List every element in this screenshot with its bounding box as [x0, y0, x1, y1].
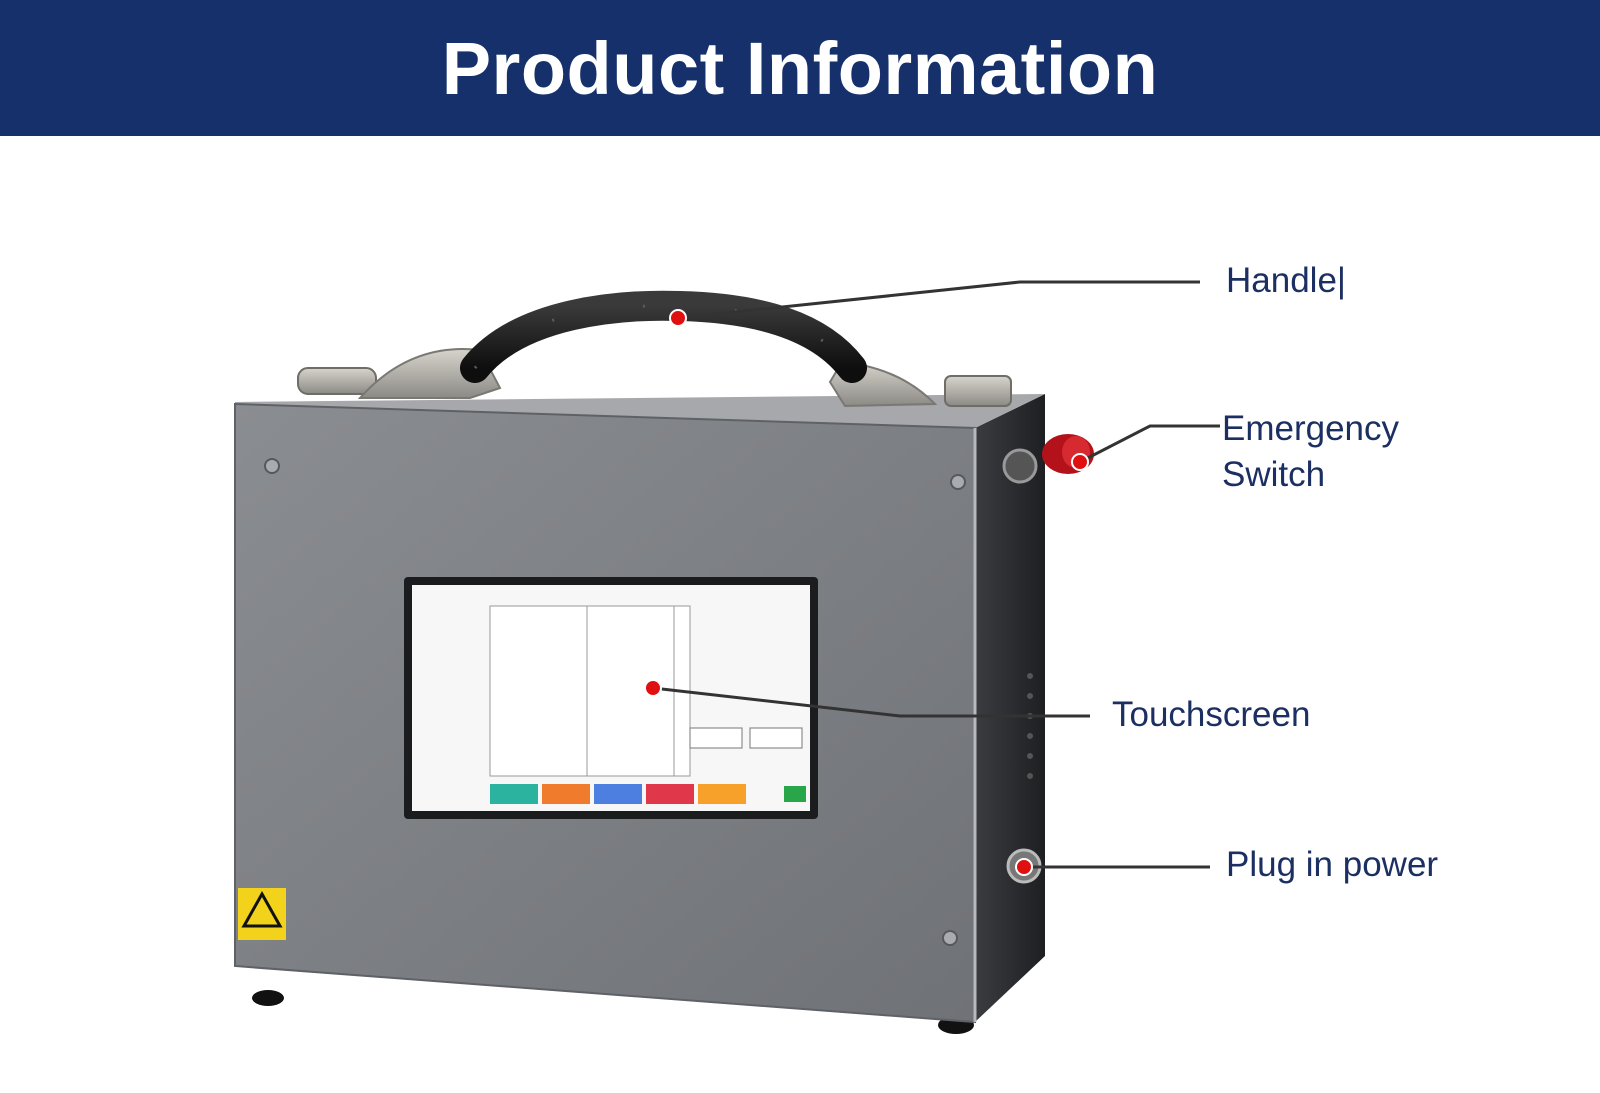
- warning-triangle-icon: [241, 890, 283, 928]
- product-illustration: [234, 280, 1220, 1034]
- latch-right: [944, 375, 1012, 407]
- handle-grip: [460, 290, 867, 383]
- callout-power-label: Plug in power: [1226, 845, 1439, 884]
- side-connector: [1002, 448, 1038, 484]
- page-title: Product Information: [441, 26, 1159, 110]
- screw: [264, 458, 280, 474]
- callout-handle-label: Handle|: [1226, 261, 1347, 300]
- title-banner: Product Information: [0, 0, 1600, 136]
- screw: [942, 930, 958, 946]
- product-figure: Handle| Emergency Switch Touchscreen Plu…: [0, 136, 1600, 1093]
- handle-marker: [669, 309, 687, 327]
- callout-emergency-switch-label: Emergency Switch: [1222, 409, 1400, 494]
- power-marker: [1015, 858, 1033, 876]
- handle-leader-line: [677, 280, 1200, 320]
- emergency-switch-leader-line: [1079, 424, 1220, 464]
- case-side-panel: [975, 394, 1045, 1022]
- touchscreen-leader-line: [652, 686, 1090, 718]
- latch-left: [297, 367, 377, 395]
- case-foot: [252, 990, 284, 1006]
- emergency-switch-marker: [1071, 453, 1089, 471]
- callout-touchscreen-label: Touchscreen: [1112, 695, 1311, 734]
- screw: [950, 474, 966, 490]
- touchscreen-marker: [644, 679, 662, 697]
